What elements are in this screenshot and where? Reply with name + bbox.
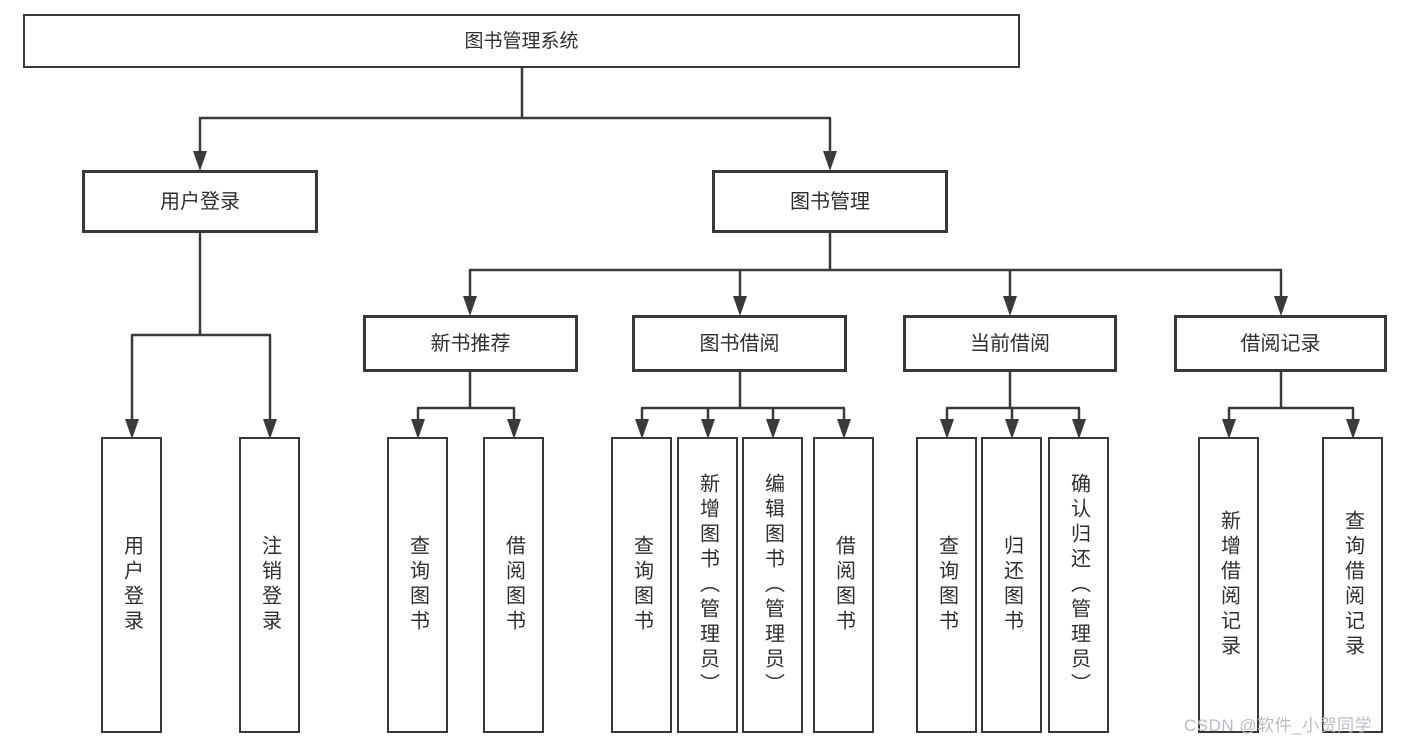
leaf-add-book-admin: 新增图书（管理员） xyxy=(677,437,738,733)
node-label: 图书管理 xyxy=(790,190,870,213)
arrow-down-icon xyxy=(411,419,425,439)
arrow-down-icon xyxy=(701,419,715,439)
node-label: 归还图书 xyxy=(1000,535,1023,635)
arrow-down-icon xyxy=(263,419,277,439)
arrow-down-icon xyxy=(1005,419,1019,439)
leaf-query-books-current: 查询图书 xyxy=(916,437,977,733)
node-label: 新增图书（管理员） xyxy=(696,472,719,698)
node-label: 注销登录 xyxy=(258,535,281,635)
node-book-management: 图书管理 xyxy=(712,170,948,233)
arrow-down-icon xyxy=(1346,419,1360,439)
arrow-down-icon xyxy=(463,296,477,316)
node-label: 编辑图书（管理员） xyxy=(761,472,784,698)
arrow-down-icon xyxy=(837,419,851,439)
node-label: 借阅记录 xyxy=(1240,332,1321,355)
arrow-down-icon xyxy=(1072,419,1086,439)
arrow-down-icon xyxy=(823,151,837,171)
node-label: 查询图书 xyxy=(630,535,653,635)
node-label: 新书推荐 xyxy=(430,332,511,355)
node-label: 借阅图书 xyxy=(502,535,525,635)
node-label: 查询借阅记录 xyxy=(1341,510,1364,660)
leaf-query-books-borrowing: 查询图书 xyxy=(611,437,672,733)
node-label: 查询图书 xyxy=(406,535,429,635)
node-label: 图书管理系统 xyxy=(464,30,579,52)
node-label: 图书借阅 xyxy=(699,332,780,355)
arrow-down-icon xyxy=(940,419,954,439)
node-user-login: 用户登录 xyxy=(82,170,318,233)
leaf-user-login: 用户登录 xyxy=(101,437,162,733)
arrow-down-icon xyxy=(635,419,649,439)
node-label: 确认归还（管理员） xyxy=(1067,472,1090,698)
node-book-borrowing: 图书借阅 xyxy=(632,315,847,372)
node-label: 当前借阅 xyxy=(970,332,1050,355)
arrow-down-icon xyxy=(507,419,521,439)
node-borrowing-records: 借阅记录 xyxy=(1174,315,1387,372)
arrow-down-icon xyxy=(1274,296,1288,316)
arrow-down-icon xyxy=(766,419,780,439)
leaf-return-book: 归还图书 xyxy=(981,437,1042,733)
csdn-watermark: CSDN @软件_小贺同学 xyxy=(1184,716,1373,735)
node-label: 查询图书 xyxy=(935,535,958,635)
leaf-borrow-books-recommend: 借阅图书 xyxy=(483,437,544,733)
leaf-confirm-return-admin: 确认归还（管理员） xyxy=(1048,437,1109,733)
leaf-query-borrow-record: 查询借阅记录 xyxy=(1322,437,1383,733)
leaf-add-borrow-record: 新增借阅记录 xyxy=(1198,437,1259,733)
leaf-edit-book-admin: 编辑图书（管理员） xyxy=(742,437,803,733)
arrow-down-icon xyxy=(733,296,747,316)
arrow-down-icon xyxy=(1003,296,1017,316)
arrow-down-icon xyxy=(1222,419,1236,439)
node-library-management-system: 图书管理系统 xyxy=(23,14,1020,68)
leaf-borrow-books-borrowing: 借阅图书 xyxy=(813,437,874,733)
leaf-logout: 注销登录 xyxy=(239,437,300,733)
arrow-down-icon xyxy=(125,419,139,439)
node-label: 新增借阅记录 xyxy=(1217,510,1240,660)
arrow-down-icon xyxy=(193,151,207,171)
leaf-query-books-recommend: 查询图书 xyxy=(387,437,448,733)
node-label: 用户登录 xyxy=(160,190,240,213)
node-new-book-recommend: 新书推荐 xyxy=(363,315,578,372)
node-label: 用户登录 xyxy=(120,535,143,635)
node-current-borrowing: 当前借阅 xyxy=(903,315,1117,372)
node-label: 借阅图书 xyxy=(832,535,855,635)
